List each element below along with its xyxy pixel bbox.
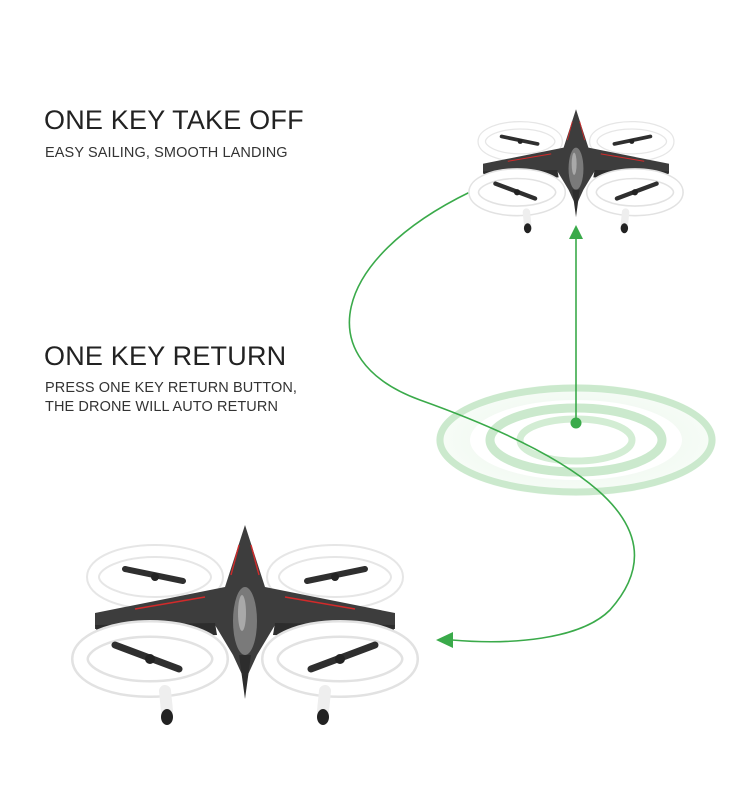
arrow-up-head-icon	[569, 225, 583, 239]
return-description-line-2: THE DRONE WILL AUTO RETURN	[45, 399, 279, 415]
return-title: ONE KEY RETURN	[44, 341, 287, 371]
takeoff-description: EASY SAILING, SMOOTH LANDING	[45, 145, 288, 161]
drone-bottom-image	[80, 525, 410, 725]
return-path-curve	[348, 191, 636, 643]
drone-top-image	[474, 109, 679, 233]
return-description-line-1: PRESS ONE KEY RETURN BUTTON,	[45, 380, 298, 396]
takeoff-title: ONE KEY TAKE OFF	[44, 105, 304, 135]
arrow-left-icon	[436, 632, 453, 648]
return-target-rings	[436, 384, 716, 496]
target-center-dot	[570, 417, 582, 429]
